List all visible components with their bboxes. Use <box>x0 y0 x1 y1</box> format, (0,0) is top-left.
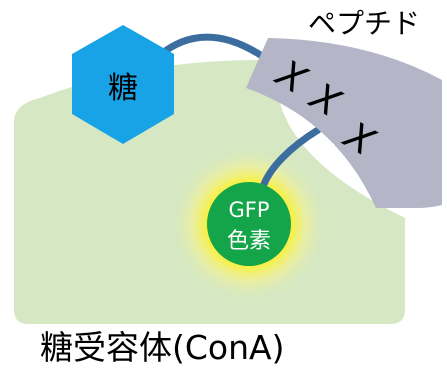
gfp-pigment-label: 色素 <box>227 229 271 254</box>
sugar-label: 糖 <box>108 71 138 106</box>
peptide-title: ペプチド <box>308 7 421 40</box>
gfp-label: GFP <box>228 198 269 222</box>
peptide-chain <box>246 38 442 208</box>
gfp-chromophore <box>207 182 291 266</box>
sugar-hexagon <box>72 25 174 144</box>
peptide-gfp-linker <box>258 126 322 194</box>
receptor-caption: 糖受容体(ConA) <box>40 328 285 367</box>
sugar-peptide-linker <box>156 33 266 60</box>
